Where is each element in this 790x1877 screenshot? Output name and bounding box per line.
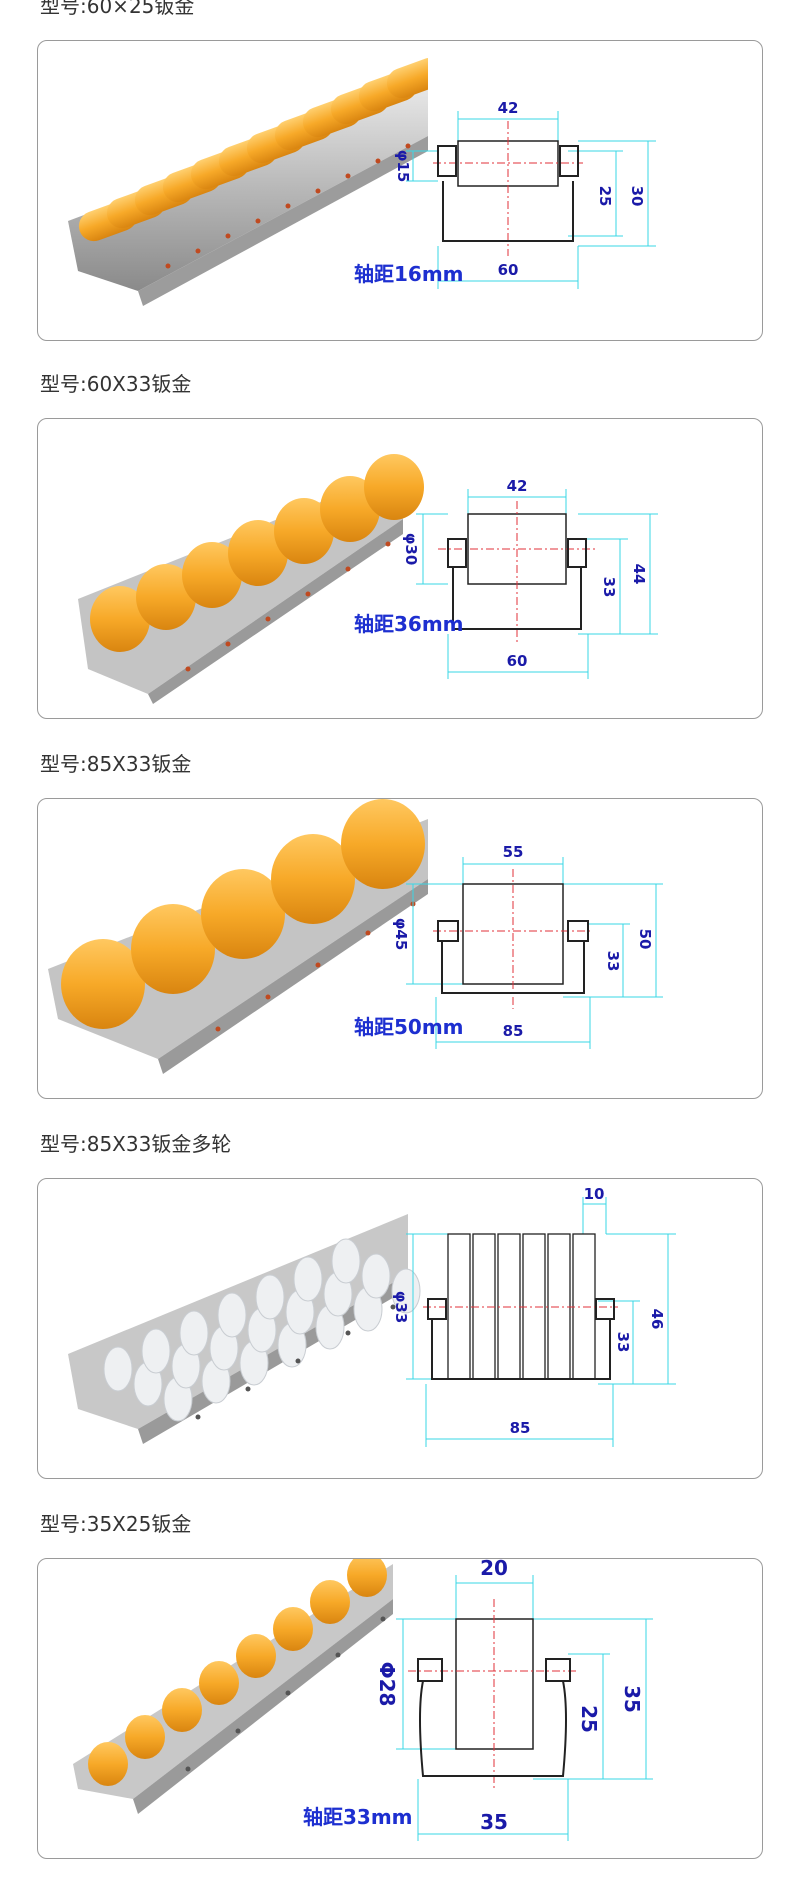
dim-top-width-2: 42 bbox=[507, 477, 528, 495]
product-photo-4 bbox=[68, 1214, 421, 1444]
dim-inner-height-1: 25 bbox=[596, 186, 614, 207]
dimension-drawing-2: 42 φ30 33 44 60 bbox=[402, 477, 658, 679]
dim-roller-dia-2: φ30 bbox=[402, 533, 420, 566]
dim-top-width-3: 55 bbox=[503, 843, 524, 861]
product-photo-1 bbox=[68, 57, 428, 306]
roller-row-1 bbox=[78, 57, 428, 242]
dimension-drawing-4: 10 φ33 33 46 85 bbox=[392, 1185, 676, 1447]
dim-inner-height-2: 33 bbox=[600, 577, 618, 598]
model-label-4: 型号:85X33钣金多轮 bbox=[40, 1132, 232, 1156]
dimension-drawing-5: 20 Φ28 25 35 35 bbox=[375, 1559, 653, 1841]
dim-bottom-width-4: 85 bbox=[510, 1419, 531, 1437]
model-label-3: 型号:85X33钣金 bbox=[40, 752, 192, 776]
dim-bottom-width-3: 85 bbox=[503, 1022, 524, 1040]
dim-inner-height-5: 25 bbox=[577, 1705, 601, 1733]
dim-outer-height-1: 30 bbox=[628, 186, 646, 207]
product-card-4: 10 φ33 33 46 85 bbox=[37, 1178, 763, 1479]
product-card-5: 20 Φ28 25 35 35 轴距33mm bbox=[37, 1558, 763, 1859]
dim-outer-height-4: 46 bbox=[648, 1309, 666, 1330]
dim-roller-dia-4: φ33 bbox=[392, 1291, 410, 1324]
dim-outer-height-2: 44 bbox=[630, 564, 648, 585]
product-card-3: 55 φ45 33 50 85 轴距50mm bbox=[37, 798, 763, 1099]
dim-roller-dia-5: Φ28 bbox=[375, 1662, 399, 1707]
dim-outer-height-5: 35 bbox=[620, 1685, 644, 1713]
dim-bottom-width-1: 60 bbox=[498, 261, 519, 279]
dimension-drawing-1: 42 φ15 25 30 60 bbox=[394, 99, 656, 289]
product-photo-5 bbox=[73, 1559, 393, 1814]
dim-wheel-width-4: 10 bbox=[584, 1185, 605, 1203]
dim-inner-height-3: 33 bbox=[604, 951, 622, 972]
product-photo-2 bbox=[78, 454, 424, 704]
dim-bottom-width-5: 35 bbox=[480, 1810, 508, 1834]
dim-roller-dia-1: φ15 bbox=[394, 150, 412, 183]
dimension-drawing-3: 55 φ45 33 50 85 bbox=[392, 843, 663, 1049]
dim-top-width-5: 20 bbox=[480, 1559, 508, 1580]
product-photo-3 bbox=[48, 799, 428, 1074]
model-label-1: 型号:60×25钣金 bbox=[40, 0, 195, 18]
dim-inner-height-4: 33 bbox=[614, 1332, 632, 1353]
product-card-2: 42 φ30 33 44 60 轴距36mm bbox=[37, 418, 763, 719]
model-label-5: 型号:35X25钣金 bbox=[40, 1512, 192, 1536]
dim-top-width-1: 42 bbox=[498, 99, 519, 117]
dim-outer-height-3: 50 bbox=[636, 929, 654, 950]
product-card-1: 42 φ15 25 30 60 轴距16mm bbox=[37, 40, 763, 341]
model-label-2: 型号:60X33钣金 bbox=[40, 372, 192, 396]
dim-roller-dia-3: φ45 bbox=[392, 918, 410, 951]
dim-bottom-width-2: 60 bbox=[507, 652, 528, 670]
